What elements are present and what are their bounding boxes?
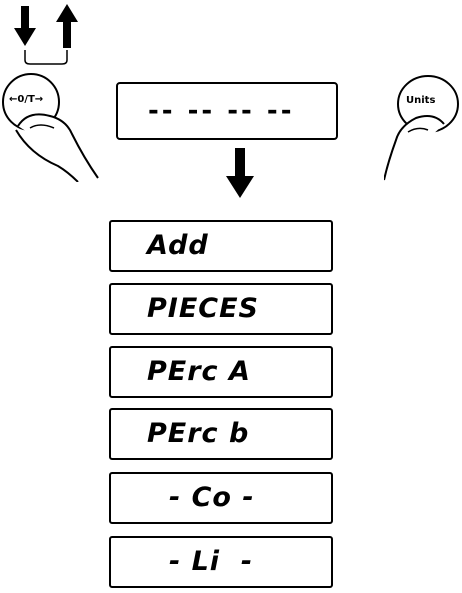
main-display: -- -- -- -- bbox=[116, 82, 338, 140]
menu-item-percent-b: PErc b bbox=[109, 408, 333, 460]
menu-item-li: - Li - bbox=[109, 536, 333, 588]
menu-item-text: - Co - bbox=[169, 482, 255, 513]
main-display-text: -- -- -- -- bbox=[148, 96, 295, 126]
menu-item-pieces: PIECES bbox=[109, 283, 333, 335]
down-up-arrows-icon bbox=[14, 4, 78, 65]
menu-item-text: Add bbox=[147, 230, 209, 261]
menu-item-text: PIECES bbox=[147, 293, 259, 324]
menu-item-text: PErc b bbox=[147, 418, 250, 449]
menu-item-percent-a: PErc A bbox=[109, 346, 333, 398]
units-button-label[interactable]: Units bbox=[406, 95, 436, 106]
menu-item-co: - Co - bbox=[109, 472, 333, 524]
menu-item-text: - Li - bbox=[169, 546, 254, 577]
units-button-finger-icon bbox=[384, 75, 459, 181]
tare-button-finger-icon bbox=[2, 73, 99, 182]
down-arrow-icon bbox=[226, 148, 254, 198]
tare-button-label[interactable]: ←0/T→ bbox=[9, 94, 44, 105]
menu-item-text: PErc A bbox=[147, 356, 251, 387]
menu-item-add: Add bbox=[109, 220, 333, 272]
